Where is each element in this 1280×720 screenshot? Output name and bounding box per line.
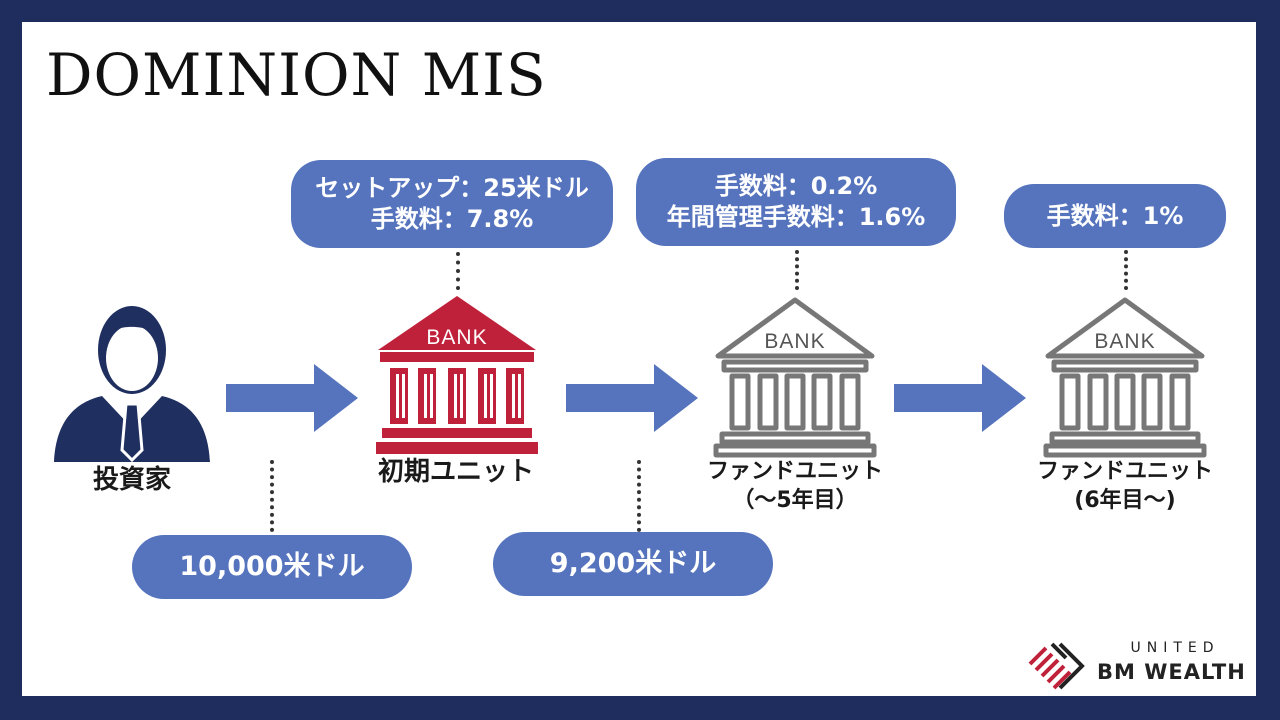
businessman-icon: [54, 306, 210, 462]
fund-6-label-line1: ファンドユニット: [1036, 459, 1213, 484]
fund-1-5-label-line1: ファンドユニット: [706, 459, 883, 484]
flow-arrow-2: [566, 364, 698, 432]
fund-1-5-commission-fee: 手数料：0.2%: [714, 172, 878, 201]
invested-amount-connector: [270, 460, 274, 532]
initial-setup-fee: セットアップ：25米ドル: [315, 174, 589, 203]
initial-unit-label: 初期ユニット: [377, 457, 534, 487]
fund-1-5-annual-fee: 年間管理手数料：1.6%: [666, 203, 926, 231]
bank-icon: BANK: [376, 296, 538, 454]
fund-6-fee-callout: 手数料：1%: [1004, 184, 1226, 248]
fund-1-5-fee-connector: [795, 250, 799, 290]
invested-amount-pill: 10,000米ドル: [132, 535, 412, 599]
fund-1-5-fee-callout: 手数料：0.2% 年間管理手数料：1.6%: [636, 158, 956, 246]
fund-1-5-label: ファンドユニット （〜5年目）: [680, 458, 910, 515]
investor-label: 投資家: [92, 465, 171, 495]
initial-commission-fee: 手数料：7.8%: [370, 205, 534, 233]
after-fees-amount-pill: 9,200米ドル: [493, 532, 773, 596]
fund-1-5-label-line2: （〜5年目）: [732, 487, 858, 513]
brand-name: BM WEALTH: [1097, 660, 1246, 684]
initial-fee-connector: [456, 252, 460, 290]
bm-wealth-logo-icon: [1028, 642, 1085, 690]
page-title: DOMINION MIS: [46, 41, 547, 109]
initial-bank-text: BANK: [426, 326, 487, 349]
brand-united: UNITED: [1130, 640, 1220, 656]
fund-6-label-line2: (6年目〜): [1074, 487, 1176, 513]
invested-amount: 10,000米ドル: [179, 550, 365, 582]
after-fees-amount: 9,200米ドル: [549, 547, 717, 579]
bank-icon: BANK: [713, 297, 877, 458]
fund-6-commission-fee: 手数料：1%: [1046, 201, 1184, 230]
fund-6-fee-connector: [1124, 250, 1128, 290]
fund-6-label: ファンドユニット (6年目〜): [1010, 458, 1240, 515]
fund-6-bank-text: BANK: [1094, 330, 1155, 353]
after-fees-amount-connector: [637, 460, 641, 532]
fund-1-5-bank-text: BANK: [764, 330, 825, 353]
flow-arrow-3: [894, 364, 1026, 432]
bank-icon: BANK: [1043, 297, 1207, 458]
flow-arrow-1: [226, 364, 358, 432]
initial-fee-callout: セットアップ：25米ドル 手数料：7.8%: [291, 160, 613, 248]
